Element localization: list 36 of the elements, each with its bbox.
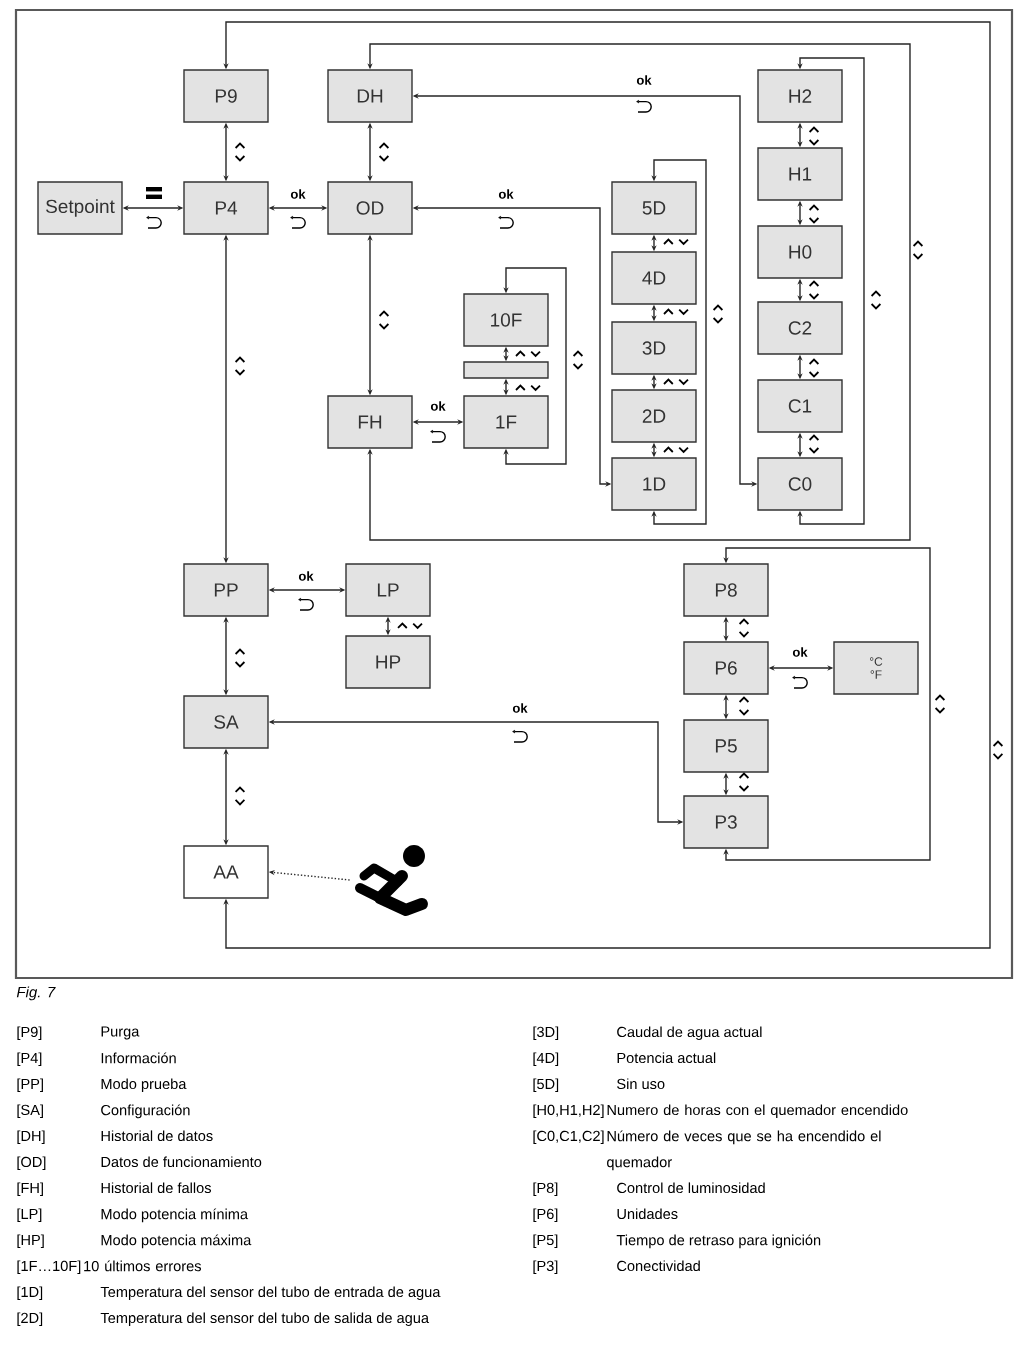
menu-box: C0 — [757, 457, 843, 511]
menu-box: 1F — [463, 395, 549, 449]
arrow — [367, 43, 911, 541]
menu-box: P5 — [683, 719, 769, 773]
menu-box: C2 — [757, 301, 843, 355]
arrow — [223, 21, 991, 949]
menu-box: PP — [183, 563, 269, 617]
menu-box: C1 — [757, 379, 843, 433]
arrow — [503, 267, 567, 465]
person-drawing — [355, 845, 428, 916]
menu-box: 10F — [463, 293, 549, 347]
menu-box: P4 — [183, 181, 269, 235]
menu-box: HP — [345, 635, 431, 689]
menu-box: Setpoint — [37, 181, 123, 235]
menu-box: 2D — [611, 389, 697, 443]
menu-box: LP — [345, 563, 431, 617]
menu-box: P6 — [683, 641, 769, 695]
menu-box: 3D — [611, 321, 697, 375]
arrow — [651, 159, 707, 525]
menu-box: AA — [183, 845, 269, 899]
menu-box: H2 — [757, 69, 843, 123]
menu-box: P3 — [683, 795, 769, 849]
menu-box: H1 — [757, 147, 843, 201]
menu-box: P9 — [183, 69, 269, 123]
arrow — [723, 547, 931, 861]
menu-box: DH — [327, 69, 413, 123]
menu-box: 1D — [611, 457, 697, 511]
menu-box: SA — [183, 695, 269, 749]
menu-box: FH — [327, 395, 413, 449]
menu-box: OD — [327, 181, 413, 235]
separator-bar — [463, 361, 549, 379]
arrow — [797, 57, 865, 525]
menu-box: 5D — [611, 181, 697, 235]
menu-box: 4D — [611, 251, 697, 305]
menu-box: H0 — [757, 225, 843, 279]
menu-box: P8 — [683, 563, 769, 617]
